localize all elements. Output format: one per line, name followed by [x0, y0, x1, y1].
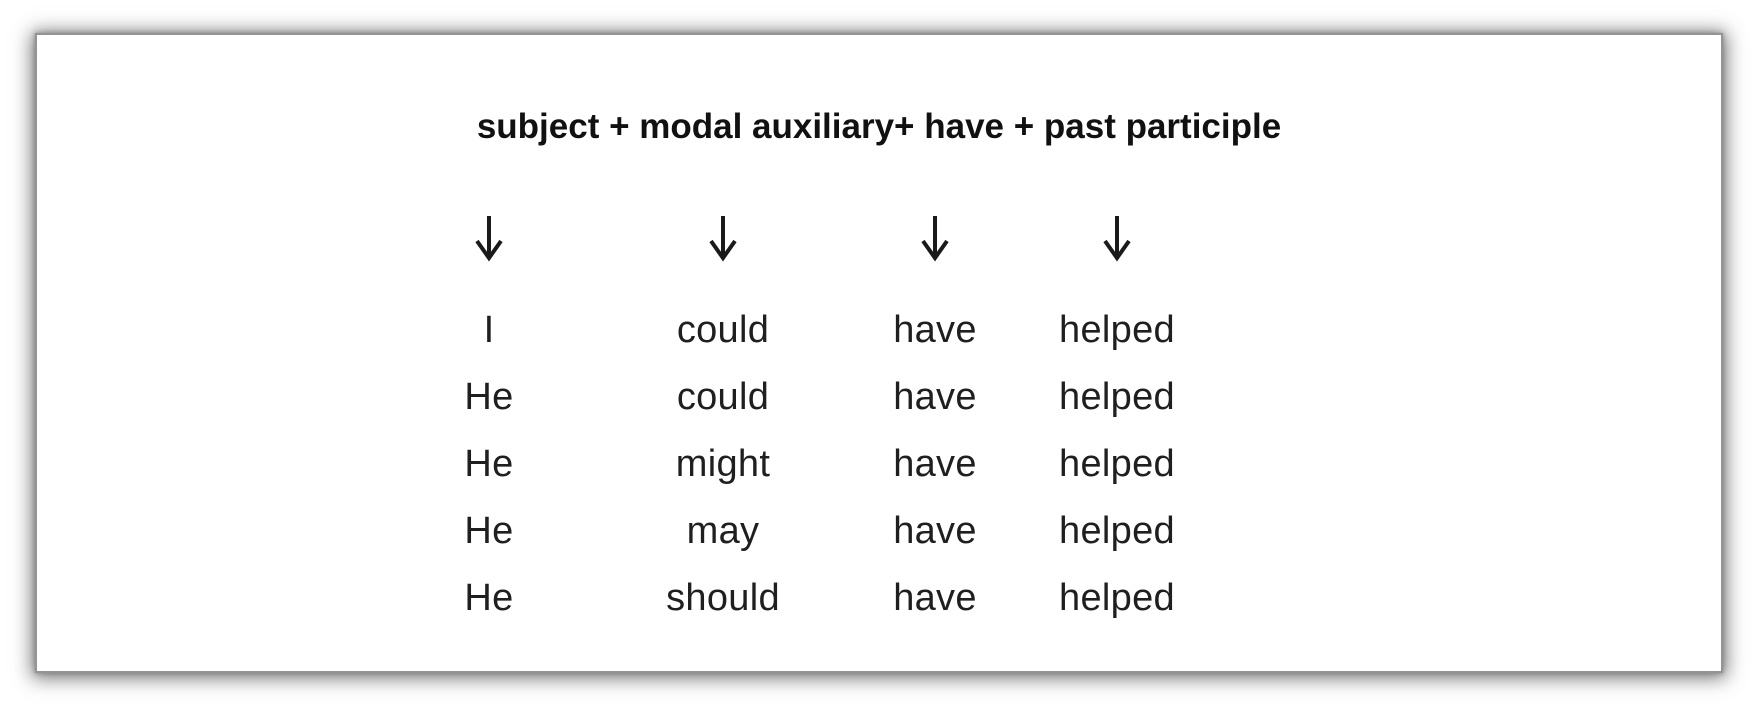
down-arrow-icon	[845, 212, 1025, 264]
participle-cell: helped	[1059, 510, 1175, 552]
modal-cell: might	[675, 443, 771, 485]
have-cell: have	[893, 309, 977, 351]
have-cell: have	[893, 443, 977, 485]
subject-cell: He	[464, 577, 514, 619]
modal-cell: should	[666, 577, 780, 619]
modal-cell: could	[676, 376, 770, 418]
participle-cell: helped	[1059, 577, 1175, 619]
participle-cell: helped	[1059, 376, 1175, 418]
participle-cell: helped	[1059, 443, 1175, 485]
subject-cell: He	[464, 376, 514, 418]
have-cell: have	[893, 510, 977, 552]
subject-cell: I	[483, 309, 495, 351]
modal-cell: could	[676, 309, 770, 351]
have-cell: have	[893, 376, 977, 418]
subject-cell: He	[464, 510, 514, 552]
examples-table: I could have helped He could have helped…	[377, 297, 1209, 632]
subject-cell: He	[464, 443, 514, 485]
have-cell: have	[893, 577, 977, 619]
modal-cell: may	[686, 510, 760, 552]
down-arrow-icon	[377, 212, 601, 264]
arrows-row	[377, 212, 1209, 264]
figure-panel: subject + modal auxiliary+ have + past p…	[35, 33, 1723, 673]
down-arrow-icon	[1025, 212, 1209, 264]
down-arrow-icon	[601, 212, 845, 264]
participle-cell: helped	[1059, 309, 1175, 351]
formula-title: subject + modal auxiliary+ have + past p…	[476, 107, 1282, 146]
